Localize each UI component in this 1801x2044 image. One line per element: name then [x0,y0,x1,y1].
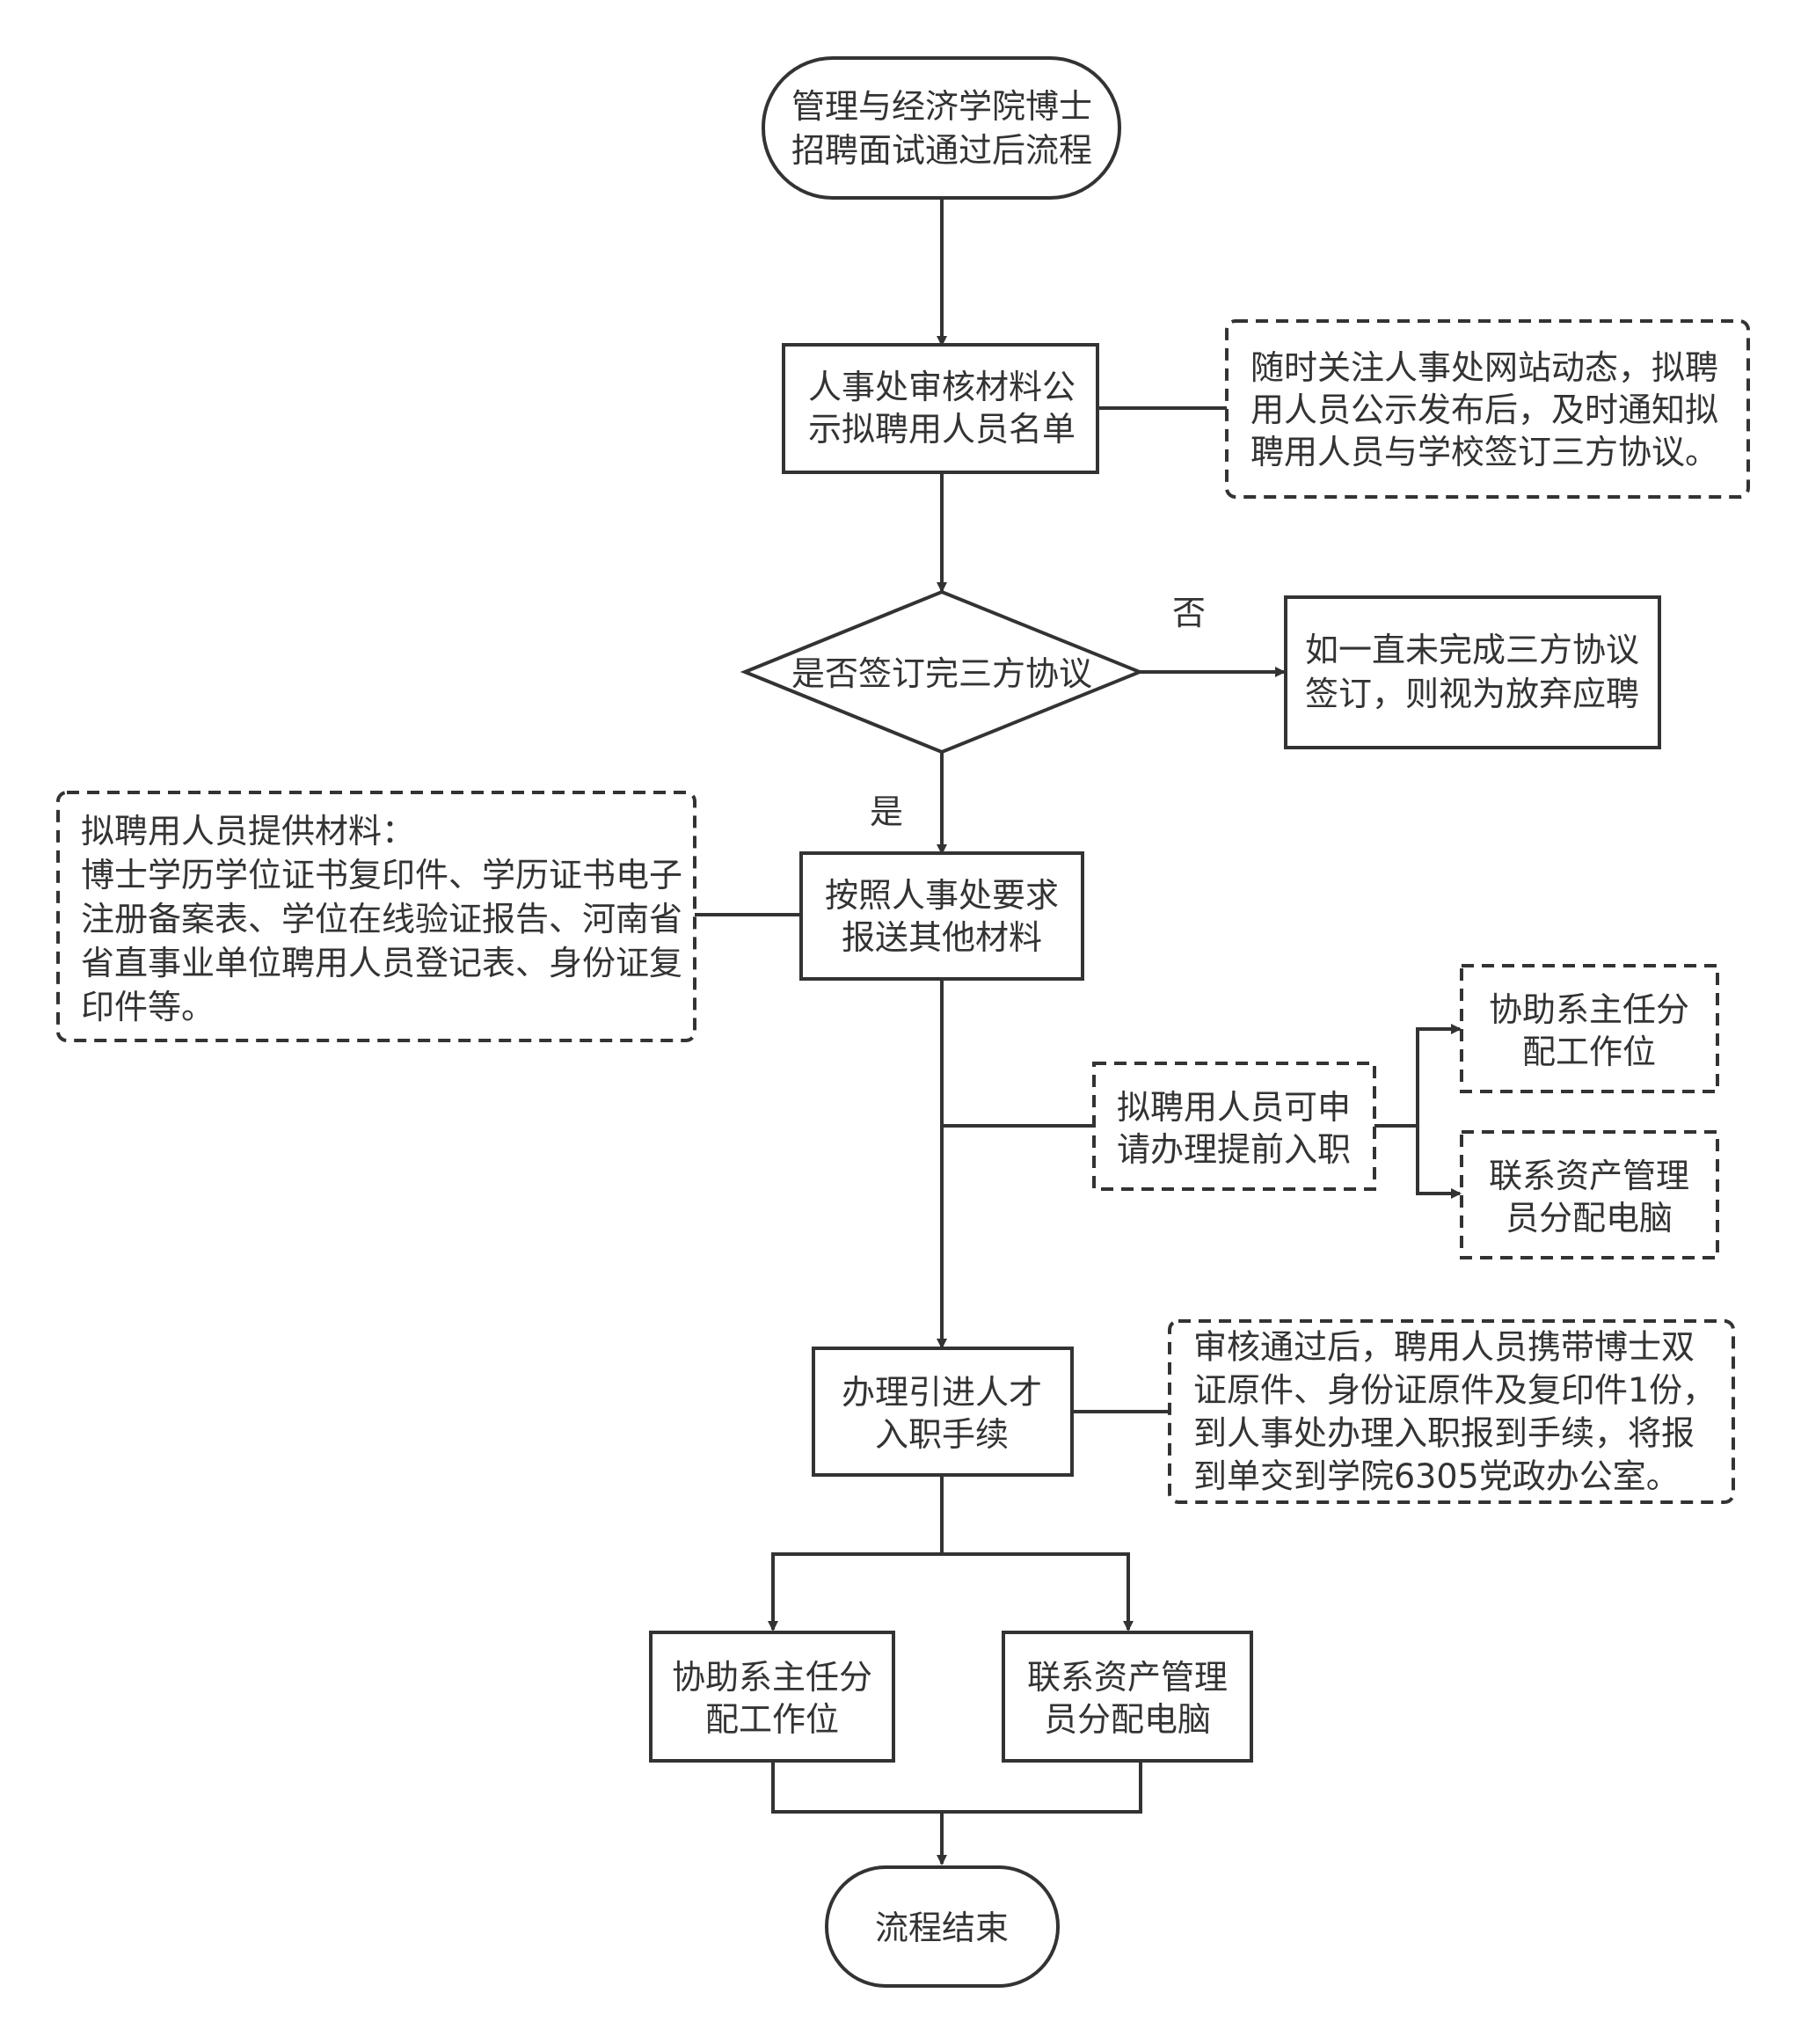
abandon-line-1: 如一直未完成三方协议 [1305,631,1639,669]
node-assign-pc: 联系资产管理员分配电脑 [1002,1631,1253,1763]
node-early-assign-office-text: 协助系主任分配工作位 [1489,990,1689,1071]
end-line-1: 流程结束 [875,1909,1009,1947]
early-assign-pc-line-2: 员分配电脑 [1506,1199,1673,1237]
node-decision-text: 是否签订完三方协议 [791,654,1092,693]
start-line-2: 招聘面试通过后流程 [791,131,1092,170]
note-materials-line-5: 印件等。 [81,988,215,1026]
node-abandon-text: 如一直未完成三方协议签订，则视为放弃应聘 [1305,631,1639,713]
node-assign-pc-text: 联系资产管理员分配电脑 [1027,1658,1228,1739]
node-early-assign-office: 协助系主任分配工作位 [1460,964,1719,1093]
assign-office-line-1: 协助系主任分 [672,1658,872,1697]
note-materials-line-1: 拟聘用人员提供材料： [81,812,415,850]
edge-early-pc [1416,1126,1462,1199]
note-onboard-line-2: 证原件、身份证原件及复印件1份， [1193,1371,1716,1410]
edge-label-yes: 是 [870,792,903,831]
edge-pc-end [942,1761,1142,1814]
note-materials: 拟聘用人员提供材料： 博士学历学位证书复印件、学历证书电子注册备案表、学位在线验证… [56,791,696,1042]
note-review-line-2: 用人员公示发布后，及时通知拟 [1250,391,1718,429]
note-review: 随时关注人事处网站动态，拟聘用人员公示发布后，及时通知拟聘用人员与学校签订三方协… [1225,319,1750,499]
note-review-line-3: 聘用人员与学校签订三方协议。 [1250,433,1718,471]
start-line-1: 管理与经济学院博士 [791,87,1092,126]
note-onboard-line-4: 到单交到学院6305党政办公室。 [1193,1457,1680,1496]
submit-line-2: 报送其他材料 [842,918,1042,957]
node-review: 人事处审核材料公示拟聘用人员名单 [782,343,1099,474]
decision-line-1: 是否签订完三方协议 [791,654,1092,693]
node-abandon: 如一直未完成三方协议签订，则视为放弃应聘 [1284,595,1661,749]
node-start-text: 管理与经济学院博士招聘面试通过后流程 [791,87,1092,170]
node-early-assign-pc: 联系资产管理员分配电脑 [1460,1130,1719,1259]
note-materials-line-2: 博士学历学位证书复印件、学历证书电子 [81,856,682,894]
early-assign-office-line-1: 协助系主任分 [1489,990,1689,1029]
note-onboard-line-1: 审核通过后，聘用人员携带博士双 [1193,1328,1695,1367]
node-onboard-text: 办理引进人才入职手续 [842,1373,1042,1454]
note-materials-line-3: 注册备案表、学位在线验证报告、河南省 [81,900,682,938]
node-end-text: 流程结束 [875,1909,1009,1947]
edge-onboard-pc [942,1552,1134,1632]
note-onboard-line-3: 到人事处办理入职报到手续，将报 [1193,1414,1695,1453]
early-assign-pc-line-1: 联系资产管理 [1489,1157,1689,1195]
edge-office-end [771,1761,947,1865]
onboard-line-1: 办理引进人才 [842,1373,1042,1412]
abandon-line-2: 签订，则视为放弃应聘 [1305,675,1639,713]
edge-early-office [1416,1024,1462,1126]
assign-pc-line-2: 员分配电脑 [1044,1700,1211,1739]
early-entry-line-1: 拟聘用人员可申 [1117,1088,1351,1127]
early-entry-line-2: 请办理提前入职 [1117,1130,1351,1169]
note-onboard-text: 审核通过后，聘用人员携带博士双证原件、身份证原件及复印件1份， 到人事处办理入职报… [1193,1328,1716,1496]
node-decision: 是否签订完三方协议 [740,589,1145,755]
edges [695,198,1462,1865]
assign-pc-line-1: 联系资产管理 [1027,1658,1228,1697]
node-submit-text: 按照人事处要求报送其他材料 [825,876,1059,957]
review-line-2: 示拟聘用人员名单 [808,410,1075,449]
node-start: 管理与经济学院博士招聘面试通过后流程 [762,56,1121,200]
node-end: 流程结束 [825,1865,1060,1988]
node-assign-office-text: 协助系主任分配工作位 [672,1658,872,1739]
node-submit: 按照人事处要求报送其他材料 [799,851,1084,981]
note-review-text: 随时关注人事处网站动态，拟聘用人员公示发布后，及时通知拟聘用人员与学校签订三方协… [1250,348,1718,471]
node-onboard: 办理引进人才入职手续 [812,1347,1074,1477]
edge-onboard-office [768,1475,944,1632]
edge-label-no: 否 [1172,594,1206,632]
onboard-line-2: 入职手续 [875,1415,1009,1454]
node-review-text: 人事处审核材料公示拟聘用人员名单 [808,368,1075,449]
submit-line-1: 按照人事处要求 [825,876,1059,915]
note-review-line-1: 随时关注人事处网站动态，拟聘 [1250,348,1718,387]
review-line-1: 人事处审核材料公 [808,368,1075,406]
assign-office-line-2: 配工作位 [705,1700,839,1739]
node-early-entry: 拟聘用人员可申请办理提前入职 [1092,1062,1376,1191]
node-assign-office: 协助系主任分配工作位 [649,1631,895,1763]
note-materials-text: 拟聘用人员提供材料： 博士学历学位证书复印件、学历证书电子注册备案表、学位在线验证… [81,812,682,1026]
early-assign-office-line-2: 配工作位 [1522,1033,1656,1071]
node-early-assign-pc-text: 联系资产管理员分配电脑 [1489,1157,1689,1237]
note-onboard: 审核通过后，聘用人员携带博士双证原件、身份证原件及复印件1份， 到人事处办理入职报… [1168,1319,1735,1504]
node-early-entry-text: 拟聘用人员可申请办理提前入职 [1117,1088,1351,1169]
note-materials-line-4: 省直事业单位聘用人员登记表、身份证复 [81,944,682,982]
